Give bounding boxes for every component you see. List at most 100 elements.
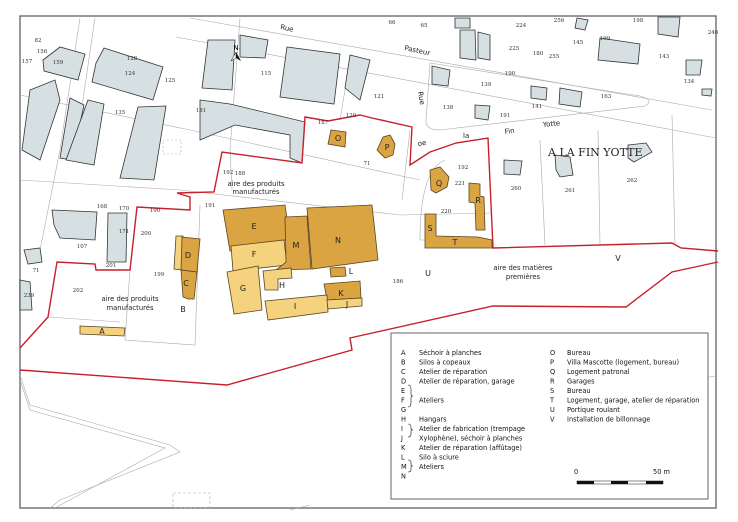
- parcel-number: 143: [659, 54, 670, 60]
- parcel-number: 65: [421, 23, 428, 29]
- area-label: premières: [506, 273, 541, 281]
- parcel-number: 261: [565, 188, 576, 194]
- site-buildings: [79, 129, 493, 337]
- parcel-number: 180: [533, 51, 544, 57]
- legend-label: Séchoir à planches: [419, 349, 482, 357]
- street-label: Rue: [416, 91, 426, 105]
- street-label: la: [463, 132, 469, 140]
- area-label: aire des produits: [101, 295, 159, 303]
- parcel-number: 199: [154, 272, 165, 278]
- legend-key: P: [550, 359, 554, 367]
- street-label: Fin: [504, 127, 515, 136]
- letter-h: H: [279, 281, 285, 290]
- parcel-number: 260: [511, 186, 522, 192]
- parcel-number: 201: [106, 263, 117, 269]
- parcel-number: 66: [389, 20, 396, 26]
- parcel-number: 192: [458, 165, 469, 171]
- building-q: [429, 166, 450, 194]
- parcel-number: 188: [235, 171, 246, 177]
- parcel-number: 198: [633, 18, 644, 24]
- legend-key: I: [401, 425, 403, 433]
- locality-name: A LA FIN YOTTE: [547, 146, 642, 159]
- legend-key: L: [401, 454, 405, 462]
- legend-label: Atelier de réparation, garage: [419, 378, 515, 386]
- legend-label: Silos à copeaux: [419, 359, 471, 367]
- parcel-number: 163: [601, 94, 612, 100]
- letter-n: N: [335, 236, 341, 245]
- letter-j: J: [345, 300, 348, 309]
- parcel-number: 192: [223, 170, 234, 176]
- parcel-number: 202: [73, 288, 84, 294]
- area-label: manufacturés: [232, 188, 279, 196]
- street-label: Rue: [280, 23, 295, 34]
- street-label: Yotte: [541, 119, 560, 129]
- letter-k: K: [338, 289, 344, 298]
- parcel-number: 186: [393, 279, 404, 285]
- legend-key: O: [550, 349, 555, 357]
- legend-key: G: [401, 406, 406, 414]
- legend-label: Installation de billonnage: [567, 416, 650, 424]
- parcel-number: 171: [119, 229, 130, 235]
- parcel-number: 124: [125, 71, 136, 77]
- parcel-number: 139: [481, 82, 492, 88]
- parcel-number: 221: [455, 181, 466, 187]
- parcel-number: 134: [684, 79, 695, 85]
- parcel-number: 141: [532, 104, 543, 110]
- legend-label: Hangars: [419, 416, 447, 424]
- letter-l: L: [349, 267, 354, 276]
- letter-q: Q: [436, 179, 442, 188]
- scale-end: 50 m: [653, 468, 670, 476]
- legend-box: [390, 332, 709, 500]
- parcel-number: 107: [77, 244, 88, 250]
- parcel-number: 128: [127, 56, 138, 62]
- parcel-number: 170: [119, 206, 130, 212]
- parcel-number: 191: [205, 203, 216, 209]
- legend-label: Xylophène), séchoir à planches: [419, 435, 523, 443]
- legend-label: Villa Mascotte (logement, bureau): [567, 359, 679, 367]
- parcel-number: 120: [346, 113, 357, 119]
- legend-label: Atelier de réparation (affûtage): [419, 444, 522, 452]
- legend-key: H: [401, 416, 406, 424]
- building-g: [226, 265, 263, 315]
- parcel-number: 255: [549, 54, 560, 60]
- building-m: [274, 215, 312, 271]
- legend-key: U: [550, 406, 555, 414]
- parcel-number: 187: [318, 120, 329, 126]
- legend-key: D: [401, 378, 406, 386]
- scale-start: 0: [574, 468, 578, 476]
- existing-buildings: [19, 16, 713, 311]
- parcel-number: 200: [141, 231, 152, 237]
- letter-p: P: [385, 143, 390, 152]
- area-label: manufacturés: [106, 304, 153, 312]
- parcel-number: 71: [364, 161, 371, 167]
- building-p: [376, 134, 396, 159]
- building-l: [329, 266, 347, 278]
- legend-key: N: [401, 473, 406, 481]
- parcel-number: 224: [516, 23, 527, 29]
- building-n: [306, 204, 379, 270]
- letter-o: O: [335, 134, 341, 143]
- site-boundary-south: [19, 261, 719, 386]
- letter-i: I: [294, 302, 296, 311]
- north-arrow-icon: N: [230, 44, 241, 62]
- legend-braces: [407, 384, 414, 473]
- legend-key: A: [401, 349, 406, 357]
- building-o: [327, 129, 347, 148]
- area-label: aire des matières: [493, 264, 553, 272]
- parcel-numbers: 82 156 157 159 128 124 125 135 181 115 1…: [22, 18, 719, 299]
- letter-d: D: [185, 251, 191, 260]
- building-c: [180, 269, 198, 300]
- parcel-number: 121: [374, 94, 385, 100]
- parcel-number: 138: [443, 105, 454, 111]
- letter-g: G: [240, 284, 246, 293]
- site-boundary: [19, 114, 719, 349]
- building-h: [262, 267, 293, 291]
- legend-key: S: [550, 387, 554, 395]
- letter-u: U: [425, 269, 431, 278]
- building-j: [326, 297, 363, 310]
- parcel-number: 190: [150, 208, 161, 214]
- parcel-number: 239: [24, 293, 35, 299]
- legend-key: Q: [550, 368, 555, 376]
